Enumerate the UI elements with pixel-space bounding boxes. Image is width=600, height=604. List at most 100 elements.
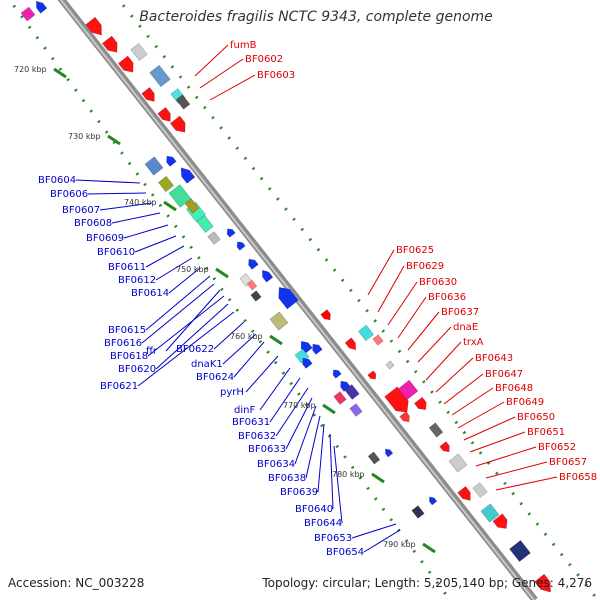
forward-gene-label: BF0625 <box>396 245 434 256</box>
reverse-gene <box>261 269 274 283</box>
forward-gene <box>101 35 118 53</box>
forward-leader-line <box>475 446 537 467</box>
reverse-leader-line <box>137 311 235 387</box>
reverse-leader-line <box>123 224 169 239</box>
reverse-gene <box>20 6 36 22</box>
forward-gene <box>169 115 186 133</box>
reverse-gene-label: BF0621 <box>100 381 138 392</box>
reverse-gene-label: BF0639 <box>280 487 318 498</box>
scale-label: 780 kbp <box>332 470 365 479</box>
reverse-gene <box>429 496 438 506</box>
scale-label: 770 kbp <box>283 401 316 410</box>
forward-gene <box>534 573 551 593</box>
forward-gene-label: BF0657 <box>549 457 587 468</box>
forward-gene <box>399 411 410 423</box>
map-title: Bacteroides fragilis NCTC 9343, complete… <box>139 9 493 25</box>
scale-label: 720 kbp <box>14 65 47 74</box>
forward-gene-labels: fumBBF0602BF0603BF0625BF0629BF0630BF0636… <box>230 40 597 483</box>
forward-gene <box>367 370 377 380</box>
reverse-gene <box>236 241 246 251</box>
forward-leader-line <box>443 373 484 405</box>
forward-gene <box>439 441 450 453</box>
forward-gene-label: BF0643 <box>475 353 513 364</box>
forward-gene <box>413 396 427 411</box>
scale-ticks <box>53 67 436 554</box>
reverse-gene-label: BF0606 <box>50 189 88 200</box>
reverse-leader-line <box>111 212 161 224</box>
reverse-gene-label: BF0604 <box>38 175 76 186</box>
reverse-leader-line <box>134 235 177 253</box>
reverse-gene-label: BF0654 <box>326 547 364 558</box>
forward-gene <box>509 539 531 563</box>
reverse-gene <box>226 228 236 238</box>
reverse-gene-label: BF0615 <box>108 325 146 336</box>
scale-label: 760 kbp <box>230 332 263 341</box>
reverse-leader-line <box>233 341 265 378</box>
forward-leader-line <box>387 281 418 326</box>
forward-leader-line <box>377 265 405 313</box>
reverse-leader-line <box>317 423 325 493</box>
reverse-gene-label: BF0620 <box>118 364 156 375</box>
reverse-leader-line <box>269 377 301 423</box>
forward-gene-label: trxA <box>463 337 484 348</box>
reverse-gene-label: dnaK1 <box>191 359 223 370</box>
reverse-gene <box>35 0 48 14</box>
forward-leader-line <box>485 461 548 479</box>
scale-tick <box>53 67 67 79</box>
reverse-leader-line <box>259 367 291 411</box>
scale-tick <box>422 542 436 554</box>
reverse-leader-line <box>75 179 141 184</box>
reverse-leader-line <box>245 355 279 393</box>
reverse-gene <box>349 403 363 417</box>
reverse-gene-label: BF0616 <box>104 338 142 349</box>
forward-gene <box>448 453 468 473</box>
reverse-gene <box>278 287 299 310</box>
reverse-leader-line <box>305 415 321 479</box>
reverse-leader-line <box>168 267 201 294</box>
reverse-leader-line <box>329 433 334 510</box>
reverse-leader-line <box>147 295 225 357</box>
reverse-gene-label: BF0618 <box>110 351 148 362</box>
forward-gene-label: fumB <box>230 40 257 51</box>
reverse-gene-label: BF0653 <box>314 533 352 544</box>
forward-leader-line <box>367 249 395 296</box>
reverse-leader-line <box>155 257 193 281</box>
reverse-gene-label: ffr <box>146 346 158 357</box>
forward-gene-label: BF0630 <box>419 277 457 288</box>
reverse-gene <box>269 311 289 331</box>
forward-gene <box>428 422 444 438</box>
forward-gene <box>457 485 471 501</box>
forward-leader-line <box>495 476 558 491</box>
forward-gene-label: BF0658 <box>559 472 597 483</box>
forward-leader-line <box>463 416 516 441</box>
reverse-gene <box>166 155 177 167</box>
forward-gene <box>480 503 500 523</box>
reverse-gene <box>385 448 394 458</box>
forward-leader-line <box>457 401 505 429</box>
reverse-gene-label: BF0608 <box>74 218 112 229</box>
reverse-leader-line <box>155 303 229 370</box>
forward-leader-line <box>209 74 256 101</box>
reverse-gene <box>207 231 221 245</box>
reverse-gene-label: BF0633 <box>248 444 286 455</box>
reverse-gene <box>333 391 347 405</box>
reverse-gene <box>344 384 360 400</box>
reverse-gene-label: BF0632 <box>238 431 276 442</box>
genome-summary-text: Topology: circular; Length: 5,205,140 bp… <box>262 576 592 590</box>
reverse-leader-line <box>99 202 153 211</box>
scale-label: 740 kbp <box>124 198 157 207</box>
reverse-gene-label: BF0614 <box>131 288 169 299</box>
label-leader-lines <box>75 44 558 553</box>
forward-gene <box>344 337 357 351</box>
reverse-gene <box>250 290 262 302</box>
forward-leader-line <box>417 326 452 363</box>
reverse-leader-line <box>222 333 257 365</box>
guide-track-outer-forward <box>117 0 600 601</box>
reverse-genes <box>20 0 438 519</box>
forward-gene-label: BF0647 <box>485 369 523 380</box>
scale-tick <box>163 200 177 212</box>
reverse-gene-label: BF0634 <box>257 459 295 470</box>
reverse-gene <box>246 279 258 291</box>
